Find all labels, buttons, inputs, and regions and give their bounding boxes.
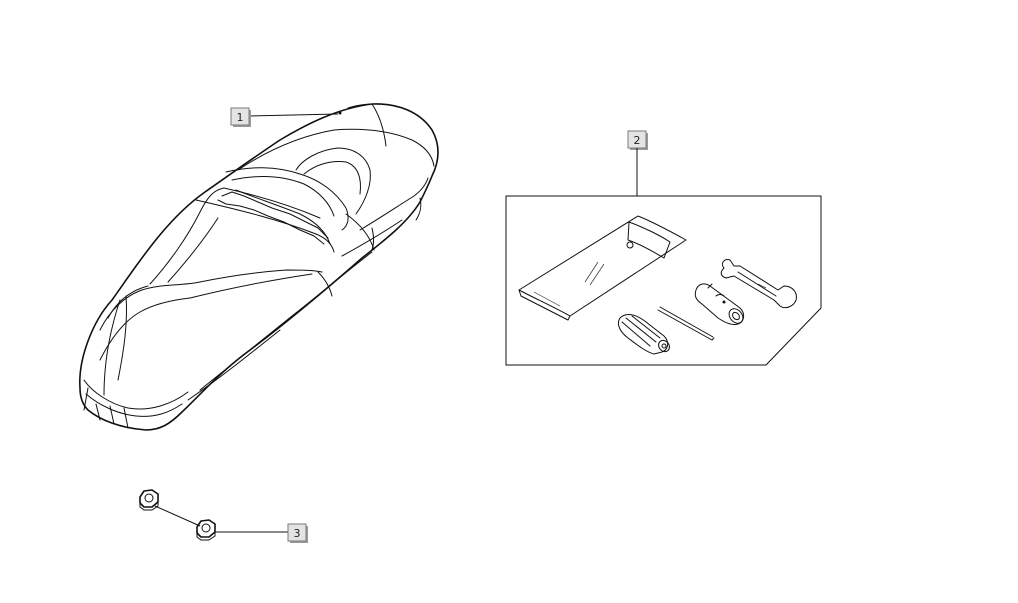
callout-3[interactable]: 3 [214, 523, 308, 543]
spanner-icon [720, 259, 797, 309]
callout-2-label: 2 [634, 134, 641, 147]
spark-plug-wrench-icon [694, 283, 745, 325]
nut-icon [196, 519, 216, 541]
tool-kit-frame [505, 195, 822, 366]
leader-line-1 [250, 113, 339, 117]
seat-icon [79, 103, 439, 431]
callout-2[interactable]: 2 [627, 130, 648, 196]
callout-1[interactable]: 1 [230, 107, 339, 127]
screwdriver-icon [617, 314, 670, 355]
callout-1-label: 1 [237, 111, 244, 124]
probe-rod-icon [657, 306, 715, 341]
nut-connector-line [154, 505, 201, 527]
nut-icon [139, 489, 159, 511]
tool-bag-icon [518, 215, 687, 321]
callout-3-label: 3 [294, 527, 301, 540]
